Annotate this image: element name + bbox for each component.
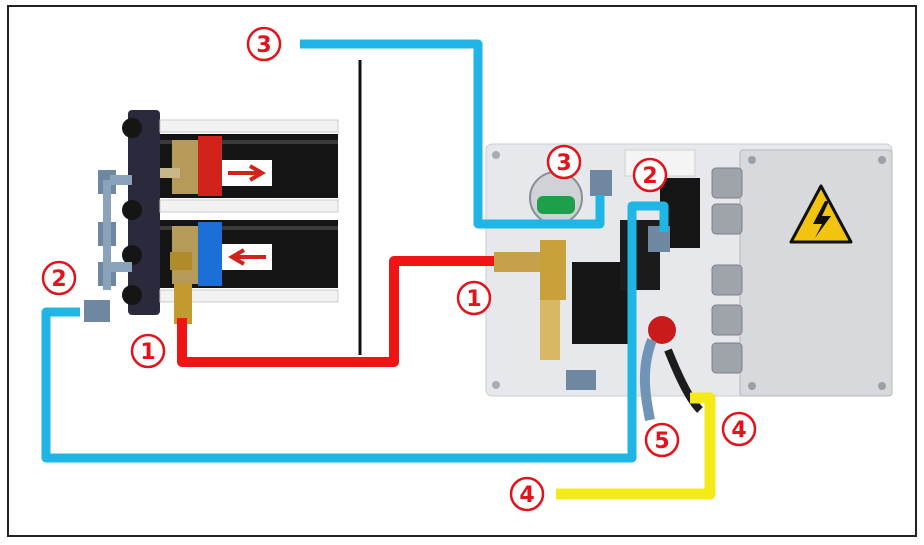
label-text: 2 [642,164,657,189]
brass-manifold [540,240,566,300]
label-text: 4 [519,483,534,508]
label-manifold-port-2: 2 [632,157,668,193]
control-panel [485,143,893,421]
label-text: 5 [654,429,669,454]
blue-band [198,222,222,286]
brass-outlet-fitting [174,284,192,324]
electrical-box [739,149,893,397]
label-line-end-3: 3 [246,26,282,62]
red-line-1 [177,256,494,367]
blue-line-3 [300,39,605,229]
arrow-right-icon [228,164,266,182]
label-membrane-port-2: 2 [41,260,77,296]
arrow-left-icon [228,248,266,266]
label-text: 3 [256,33,271,58]
label-cable-4: 4 [721,411,757,447]
high-voltage-icon [789,184,853,244]
label-membrane-outlet-1: 1 [130,333,166,369]
brass-elbow-fitting [170,252,192,270]
membrane-housing [84,110,339,324]
yellow-line-4 [556,392,716,500]
brass-inlet-fitting [494,252,540,272]
label-text: 2 [51,267,66,292]
label-manifold-port-3: 3 [546,144,582,180]
label-manifold-inlet-1: 1 [456,280,492,316]
label-text: 1 [466,287,481,312]
label-text: 4 [731,418,746,443]
blue-line-2 [41,201,669,463]
red-cap [648,316,676,344]
label-line-end-4: 4 [509,476,545,512]
label-text: 3 [556,151,571,176]
label-cable-5: 5 [644,422,680,458]
red-band [198,136,222,196]
cable-glands [711,167,743,374]
label-text: 1 [140,340,155,365]
